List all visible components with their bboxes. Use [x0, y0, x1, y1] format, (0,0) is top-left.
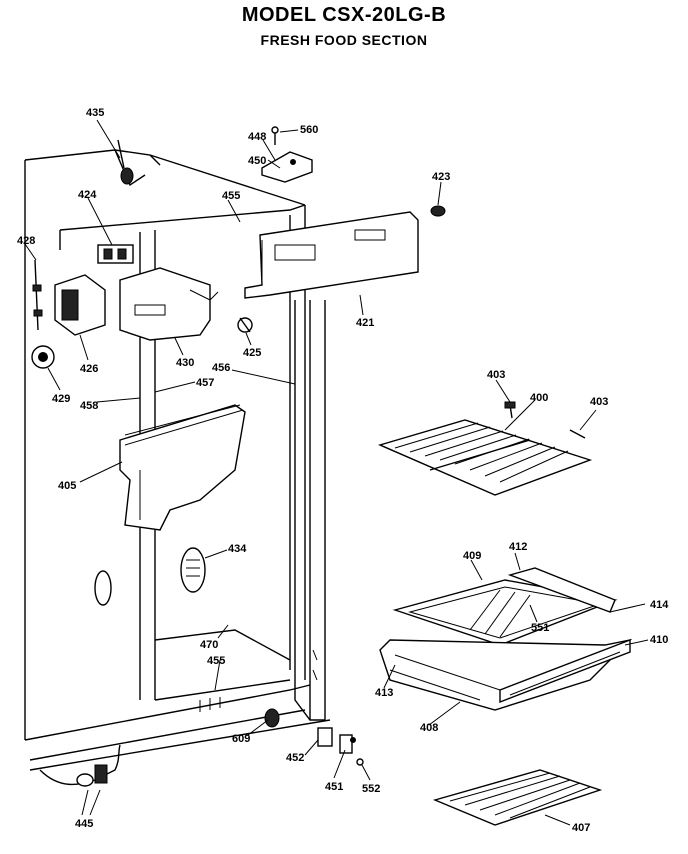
cabinet-opening — [94, 570, 112, 606]
part-label-421: 421 — [356, 317, 374, 329]
part-label-407: 407 — [572, 822, 590, 834]
part-label-450: 450 — [248, 155, 266, 167]
part-label-458: 458 — [80, 400, 98, 412]
part-label-429: 429 — [52, 393, 70, 405]
part-label-400: 400 — [530, 392, 548, 404]
part-label-405: 405 — [58, 480, 76, 492]
leader-lines — [24, 119, 649, 826]
part-label-452: 452 — [286, 752, 304, 764]
air-duct-cover — [119, 404, 246, 531]
part-label-552: 552 — [362, 783, 380, 795]
part-label-426: 426 — [80, 363, 98, 375]
part-label-455-bottom: 455 — [207, 655, 225, 667]
part-label-409: 409 — [463, 550, 481, 562]
part-label-434: 434 — [228, 543, 247, 555]
control-knob — [237, 317, 253, 333]
part-label-408: 408 — [420, 722, 438, 734]
light-lens — [180, 547, 206, 593]
part-label-455-top: 455 — [222, 190, 240, 202]
part-label-403-left: 403 — [487, 369, 505, 381]
light-assembly — [114, 139, 146, 187]
part-label-410: 410 — [650, 634, 668, 646]
part-label-413: 413 — [375, 687, 393, 699]
part-label-609: 609 — [232, 733, 250, 745]
part-label-457: 457 — [196, 377, 214, 389]
part-label-451: 451 — [325, 781, 343, 793]
part-label-560: 560 — [300, 124, 318, 136]
wire-harness — [32, 259, 43, 331]
switch — [97, 244, 134, 264]
wire-shelf-upper — [377, 419, 593, 496]
shelf-support-pin — [504, 401, 516, 409]
mullion-strip — [294, 300, 326, 721]
part-label-412: 412 — [509, 541, 527, 553]
diagram-subtitle: FRESH FOOD SECTION — [260, 32, 428, 48]
part-label-448: 448 — [248, 131, 266, 143]
crisper-drawer — [379, 638, 633, 711]
part-label-551: 551 — [531, 622, 549, 634]
part-label-424: 424 — [78, 189, 97, 201]
diagram-title: MODEL CSX-20LG-B — [241, 4, 447, 26]
crisper-cover-assembly — [392, 567, 618, 646]
part-label-456: 456 — [212, 362, 230, 374]
part-label-430: 430 — [176, 357, 194, 369]
hinge-bracket — [261, 126, 313, 183]
control-panel — [244, 211, 419, 299]
part-label-423: 423 — [432, 171, 450, 183]
shelf-support-right — [569, 429, 586, 439]
wire-shelf-lower — [432, 769, 603, 826]
part-label-470: 470 — [200, 639, 218, 651]
part-label-425: 425 — [243, 347, 261, 359]
part-label-414: 414 — [650, 599, 669, 611]
part-label-428: 428 — [17, 235, 35, 247]
part-label-403-right: 403 — [590, 396, 608, 408]
plug-cap — [430, 205, 446, 217]
light-bulb — [31, 345, 55, 369]
power-cord — [39, 744, 121, 787]
part-label-435: 435 — [86, 107, 104, 119]
small-hardware — [264, 708, 364, 766]
part-label-445: 445 — [75, 818, 93, 830]
light-socket — [54, 274, 106, 336]
control-housing — [119, 267, 219, 341]
